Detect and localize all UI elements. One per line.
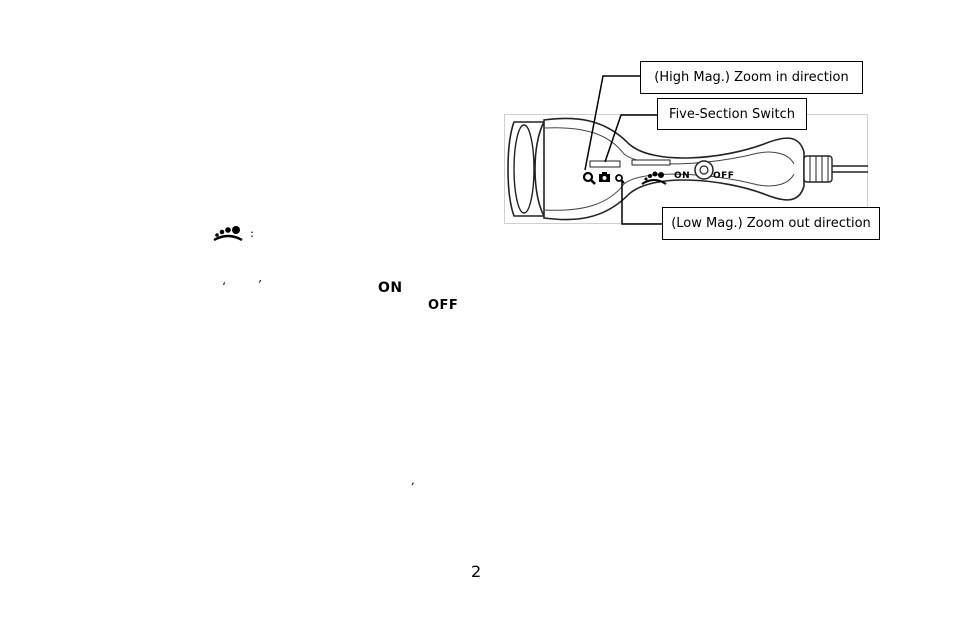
page-number: 2	[471, 562, 482, 581]
device-off-label: OFF	[713, 171, 735, 181]
high-mag-callout: (High Mag.) Zoom in direction	[640, 61, 863, 94]
on-label: ON	[378, 280, 403, 296]
low-mag-callout: (Low Mag.) Zoom out direction	[662, 207, 880, 240]
five-section-callout: Five-Section Switch	[657, 98, 807, 130]
open-quote: ‘	[222, 280, 226, 294]
close-quote: ’	[258, 278, 262, 292]
comma-mark: ,	[411, 473, 415, 487]
led-colon: :	[250, 226, 255, 240]
camera-icon	[599, 172, 610, 182]
led-brightness-icon	[641, 171, 667, 185]
magnifier-icon	[582, 171, 596, 185]
device-on-label: ON	[674, 171, 691, 181]
led-brightness-line: :	[212, 222, 254, 244]
off-label: OFF	[428, 298, 459, 313]
microscope-drawing	[504, 114, 868, 224]
device-illustration: ON OFF	[504, 114, 868, 224]
led-brightness-icon	[213, 226, 243, 242]
